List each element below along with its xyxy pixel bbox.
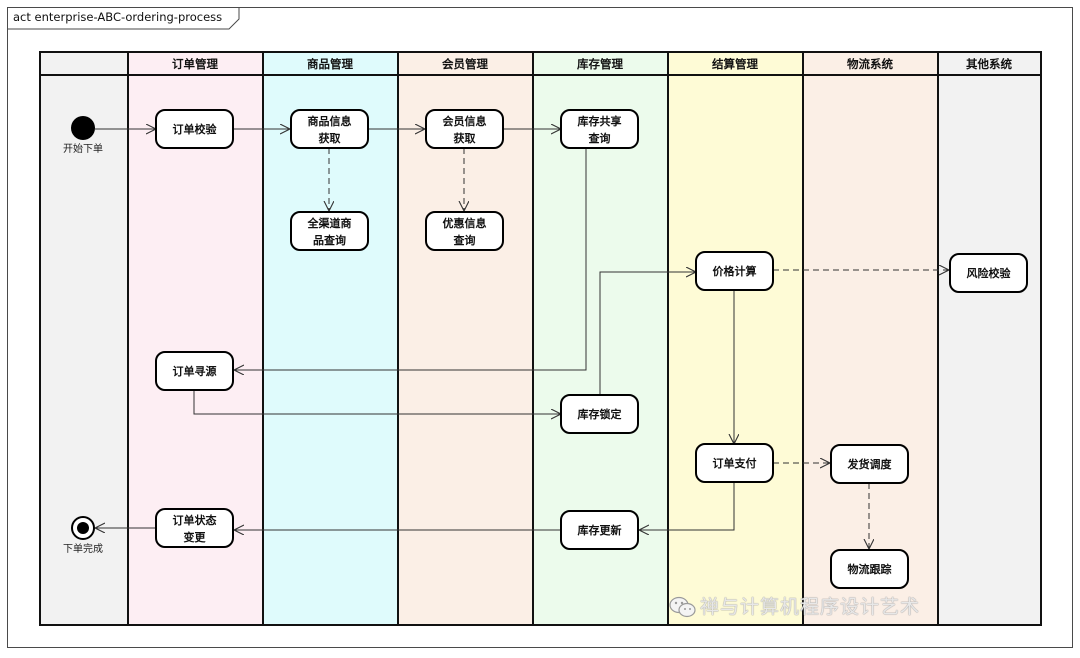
frame-tag-outline xyxy=(7,7,240,30)
diagram-frame xyxy=(7,7,1073,648)
start-dot xyxy=(71,116,95,140)
node-order-validate-text: 订单校验 xyxy=(173,122,218,136)
lane-header-settlement: 结算管理 xyxy=(711,57,758,71)
node-discount-query-text-2: 查询 xyxy=(454,233,476,247)
node-inventory-update-text: 库存更新 xyxy=(578,523,622,537)
node-inventory-lock-text: 库存锁定 xyxy=(578,407,622,421)
node-member-info[interactable]: 会员信息 获取 xyxy=(425,109,504,149)
watermark-text: 禅与计算机程序设计艺术 xyxy=(700,596,921,618)
lane-headers: 订单管理 商品管理 会员管理 库存管理 结算管理 物流系统 其他系统 xyxy=(172,57,1012,71)
node-risk-check-text: 风险校验 xyxy=(967,266,1012,280)
node-member-info-text-2: 获取 xyxy=(454,131,476,145)
node-product-info[interactable]: 商品信息 获取 xyxy=(290,109,369,149)
node-inventory-shared-query-text-1: 库存共享 xyxy=(578,114,622,128)
flow-edges xyxy=(95,129,949,549)
node-inventory-shared-query[interactable]: 库存共享 查询 xyxy=(560,109,639,149)
node-order-status-change-text-2: 变更 xyxy=(184,530,207,544)
node-channel-product-query-text-1: 全渠道商 xyxy=(307,216,352,230)
lane-header-product: 商品管理 xyxy=(307,57,353,71)
node-logistics-tracking-text: 物流跟踪 xyxy=(848,562,892,576)
node-order-status-change-text-1: 订单状态 xyxy=(173,513,217,527)
edge-inventory-to-sourcing xyxy=(234,148,587,370)
lane-header-inventory: 库存管理 xyxy=(577,57,623,71)
node-order-payment-text: 订单支付 xyxy=(713,456,757,470)
node-order-sourcing[interactable]: 订单寻源 xyxy=(155,351,234,391)
lane-other-bg xyxy=(938,52,1041,625)
activity-nodes: 订单校验 商品信息 获取 全渠道商 品查询 会员信息 获取 优惠信息 查询 库存… xyxy=(155,109,1028,589)
node-member-info-text-1: 会员信息 xyxy=(443,114,487,128)
node-inventory-lock[interactable]: 库存锁定 xyxy=(560,394,639,434)
frame-title: act enterprise-ABC-ordering-process xyxy=(13,10,223,24)
lane-header-member: 会员管理 xyxy=(441,57,488,71)
lane-settlement-bg xyxy=(668,52,803,625)
node-discount-query-text-1: 优惠信息 xyxy=(443,216,487,230)
node-order-validate[interactable]: 订单校验 xyxy=(155,109,234,149)
node-order-sourcing-text: 订单寻源 xyxy=(173,364,217,378)
start-label: 开始下单 xyxy=(63,142,103,155)
lane-header-logistics: 物流系统 xyxy=(847,57,893,71)
edge-lock-to-price xyxy=(599,272,696,394)
node-price-calc-text: 价格计算 xyxy=(713,264,757,278)
edge-pay-to-inventory-update xyxy=(639,483,735,530)
end-node: 下单完成 xyxy=(63,516,103,555)
node-inventory-shared-query-text-2: 查询 xyxy=(589,131,611,145)
node-risk-check[interactable]: 风险校验 xyxy=(949,253,1028,293)
node-price-calc[interactable]: 价格计算 xyxy=(695,251,774,291)
wechat-icon xyxy=(669,596,696,618)
start-node: 开始下单 xyxy=(63,116,103,155)
node-channel-product-query[interactable]: 全渠道商 品查询 xyxy=(290,211,369,251)
lane-header-order: 订单管理 xyxy=(172,57,218,71)
lane-logistics-bg xyxy=(803,52,938,625)
end-dot xyxy=(77,522,89,534)
node-logistics-tracking[interactable]: 物流跟踪 xyxy=(830,549,909,589)
node-discount-query[interactable]: 优惠信息 查询 xyxy=(425,211,504,251)
node-shipping-dispatch[interactable]: 发货调度 xyxy=(830,444,909,484)
node-order-payment[interactable]: 订单支付 xyxy=(695,443,774,483)
node-shipping-dispatch-text: 发货调度 xyxy=(847,457,893,471)
node-product-info-text-2: 获取 xyxy=(319,131,341,145)
node-product-info-text-1: 商品信息 xyxy=(308,114,352,128)
node-channel-product-query-text-2: 品查询 xyxy=(313,233,346,247)
edge-sourcing-to-lock xyxy=(193,390,561,414)
node-inventory-update[interactable]: 库存更新 xyxy=(560,510,639,550)
lane-header-other: 其他系统 xyxy=(966,57,1012,71)
node-order-status-change[interactable]: 订单状态 变更 xyxy=(155,508,234,548)
end-label: 下单完成 xyxy=(63,542,103,555)
